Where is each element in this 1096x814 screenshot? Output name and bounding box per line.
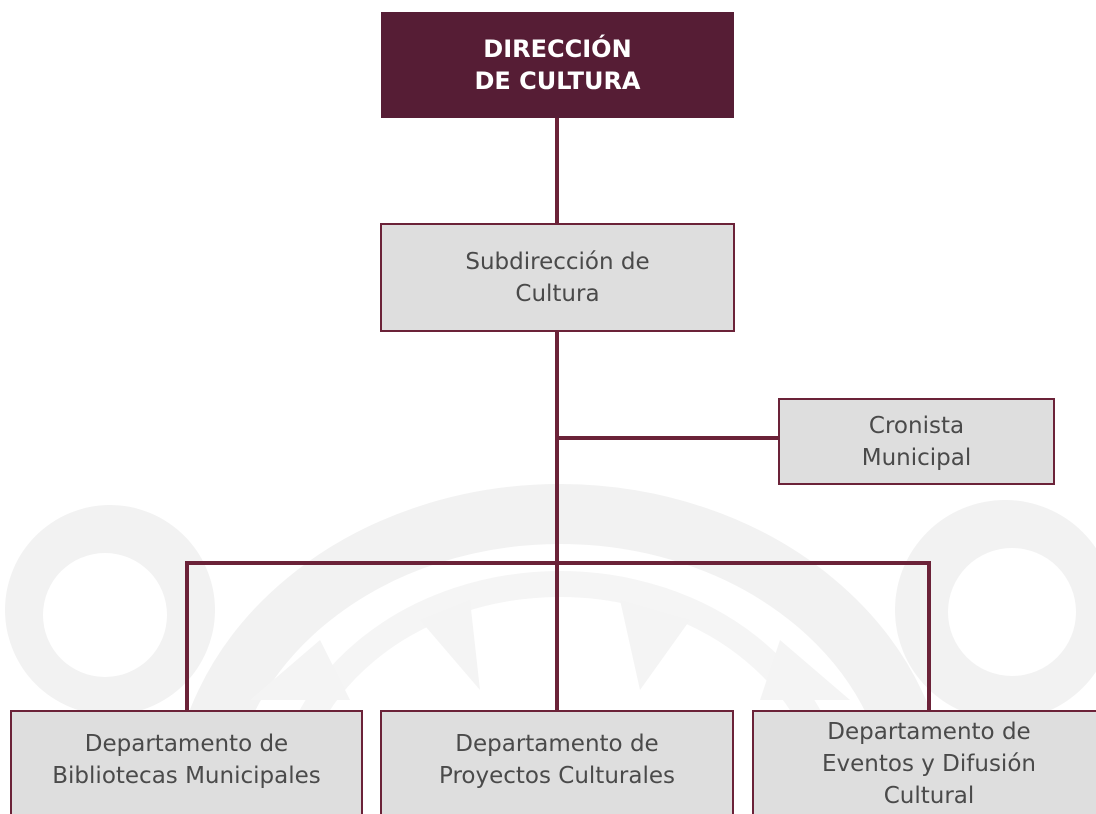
departamento-eventos-node: Departamento de Eventos y Difusión Cultu… <box>752 710 1096 814</box>
departamento-bibliotecas-label: Departamento de Bibliotecas Municipales <box>52 731 321 789</box>
departamento-proyectos-label: Departamento de Proyectos Culturales <box>439 731 675 789</box>
direccion-de-cultura-label: DIRECCIÓN DE CULTURA <box>474 35 641 95</box>
cronista-municipal-label: Cronista Municipal <box>861 412 972 471</box>
departamento-proyectos-node: Departamento de Proyectos Culturales <box>380 710 734 814</box>
departamento-eventos-label: Departamento de Eventos y Difusión Cultu… <box>822 719 1036 809</box>
subdireccion-de-cultura-node: Subdirección de Cultura <box>380 223 735 332</box>
direccion-de-cultura-node: DIRECCIÓN DE CULTURA <box>381 12 734 118</box>
cronista-municipal-node: Cronista Municipal <box>778 398 1055 485</box>
subdireccion-de-cultura-label: Subdirección de Cultura <box>465 248 650 307</box>
departamento-bibliotecas-node: Departamento de Bibliotecas Municipales <box>10 710 363 814</box>
